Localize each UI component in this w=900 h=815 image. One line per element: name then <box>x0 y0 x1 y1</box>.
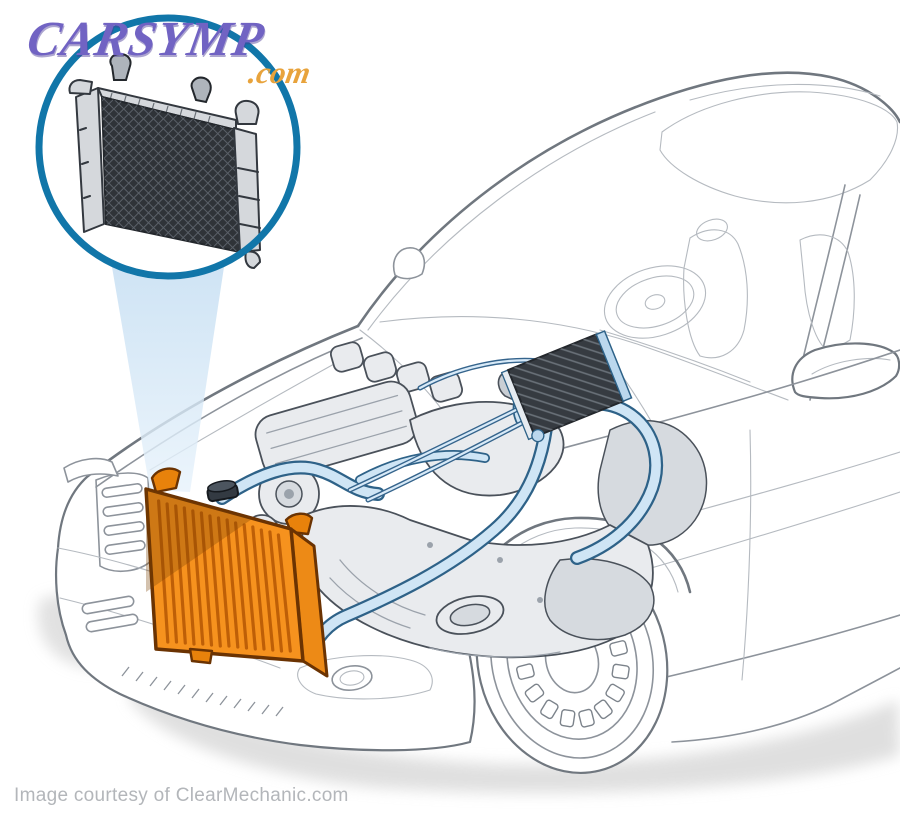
radiator-cap <box>206 480 240 503</box>
far-side-mirror <box>393 247 426 280</box>
inset-callout <box>35 14 301 280</box>
fog-light <box>297 655 433 700</box>
heater-core <box>497 330 633 443</box>
coolant-hoses <box>215 357 663 663</box>
steering-wheel <box>603 265 707 339</box>
sunroof <box>659 91 899 204</box>
valve-cover <box>254 380 419 479</box>
inset-radiator-icon <box>68 52 261 269</box>
roof-line <box>356 71 900 328</box>
radiator-fins <box>157 499 292 653</box>
radiator-shading <box>146 489 252 592</box>
callout-beam <box>112 267 224 492</box>
seats <box>683 218 855 359</box>
door-shutline <box>741 429 752 681</box>
radiator-highlight <box>144 467 329 678</box>
air-dam-hatching <box>121 666 284 717</box>
headlight <box>63 457 119 483</box>
image-credit: Image courtesy of ClearMechanic.com <box>14 785 349 806</box>
grille <box>95 472 153 573</box>
inset-circle-border <box>35 14 301 280</box>
side-mirror <box>791 342 900 400</box>
logo: CARSYMP .com <box>19 11 322 90</box>
lower-grille-slat <box>81 595 135 615</box>
